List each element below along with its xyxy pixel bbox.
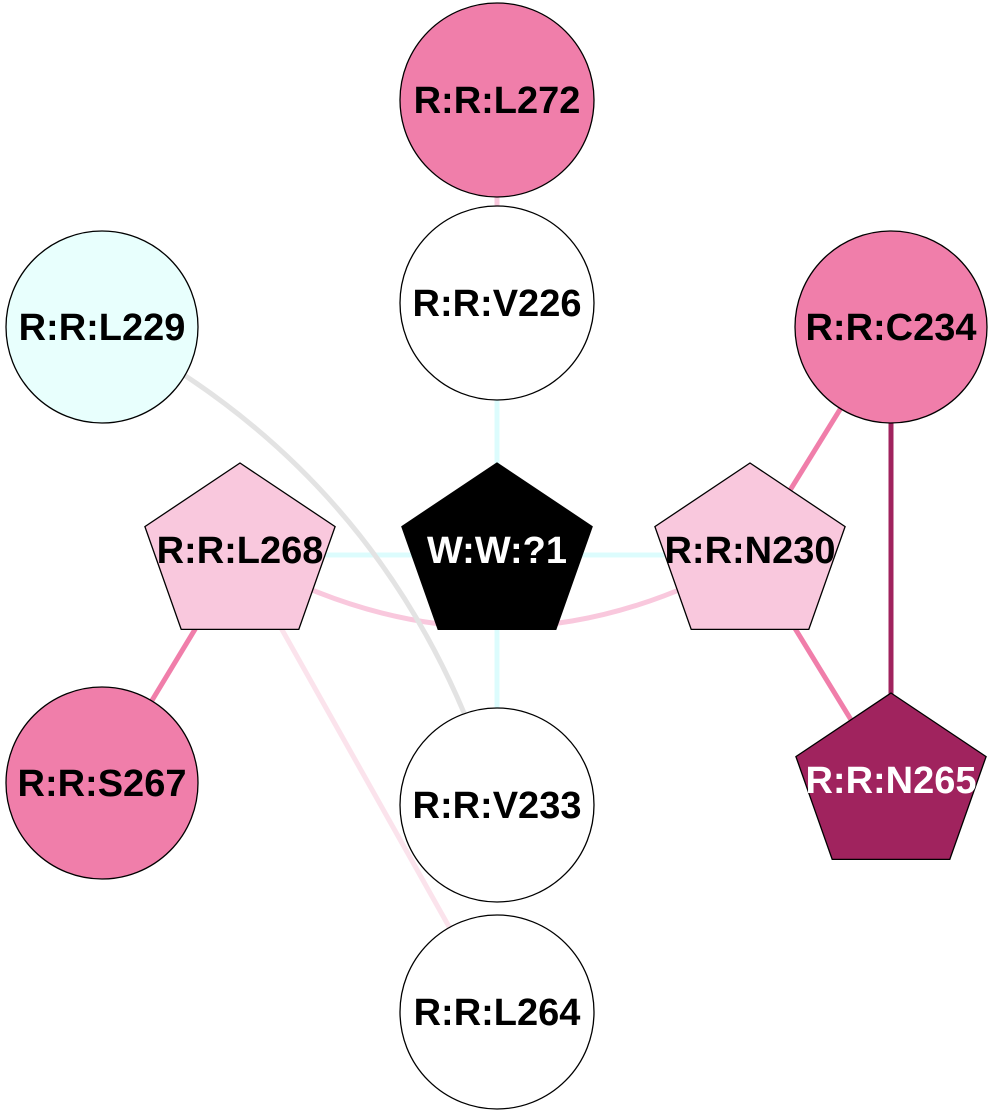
node-pentagon bbox=[144, 462, 336, 631]
node-circle bbox=[794, 230, 988, 424]
node-label: R:R:L229 bbox=[19, 307, 186, 349]
node-l268[interactable]: R:R:L268 bbox=[144, 462, 336, 631]
node-v233[interactable]: R:R:V233 bbox=[399, 707, 595, 903]
node-label: R:R:V233 bbox=[413, 785, 582, 827]
node-circle bbox=[5, 230, 199, 424]
node-label: R:R:N230 bbox=[664, 530, 835, 572]
node-v226[interactable]: R:R:V226 bbox=[399, 205, 595, 401]
node-s267[interactable]: R:R:S267 bbox=[5, 686, 199, 880]
node-label: R:R:V226 bbox=[413, 283, 582, 325]
node-circle bbox=[399, 205, 595, 401]
node-l264[interactable]: R:R:L264 bbox=[399, 914, 595, 1110]
node-circle bbox=[399, 2, 595, 198]
node-l272[interactable]: R:R:L272 bbox=[399, 2, 595, 198]
node-label: R:R:C234 bbox=[805, 307, 976, 349]
node-circle bbox=[399, 707, 595, 903]
node-label: R:R:L264 bbox=[414, 992, 581, 1034]
node-label: R:R:L272 bbox=[414, 80, 581, 122]
node-pentagon bbox=[654, 462, 846, 631]
node-w1[interactable]: W:W:?1 bbox=[401, 462, 593, 631]
node-label: W:W:?1 bbox=[427, 530, 567, 572]
node-circle bbox=[5, 686, 199, 880]
node-circle bbox=[399, 914, 595, 1110]
node-pentagon bbox=[401, 462, 593, 631]
node-label: R:R:N265 bbox=[805, 760, 976, 802]
node-c234[interactable]: R:R:C234 bbox=[794, 230, 988, 424]
node-pentagon bbox=[795, 692, 987, 861]
node-l229[interactable]: R:R:L229 bbox=[5, 230, 199, 424]
node-n265[interactable]: R:R:N265 bbox=[795, 692, 987, 861]
node-n230[interactable]: R:R:N230 bbox=[654, 462, 846, 631]
node-label: R:R:L268 bbox=[157, 530, 324, 572]
node-label: R:R:S267 bbox=[18, 763, 187, 805]
